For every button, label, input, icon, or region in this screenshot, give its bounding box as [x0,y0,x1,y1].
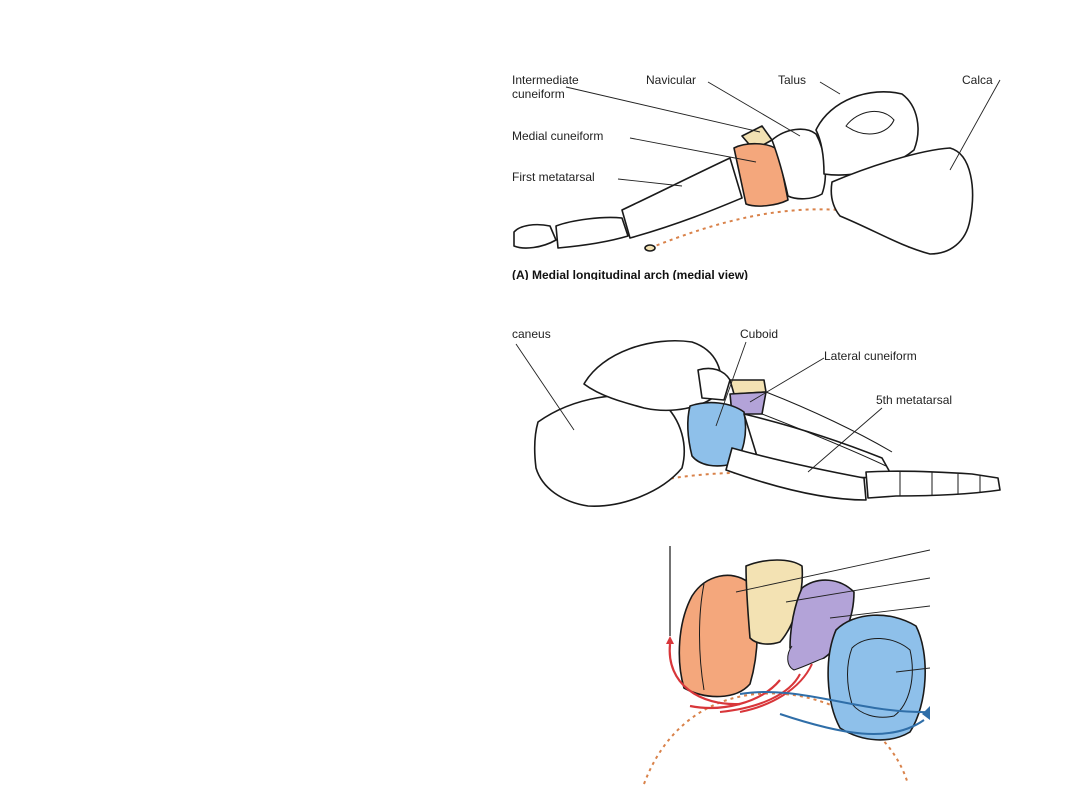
label-first-metatarsal: First metatarsal [512,170,595,184]
red-ligament-arrow-4 [739,663,813,713]
distal-phalanx [513,223,557,249]
transverse-arch-illustration [643,546,930,785]
lateral-navicular-bone [697,367,731,401]
red-ligament-arrow-1 [668,643,741,706]
calcaneus-bone [830,147,974,255]
blue-arrow-head [922,706,930,720]
proximal-phalanx [555,216,629,249]
label-medial-cuneiform: Medial cuneiform [512,129,604,143]
label-calcaneus: Calca [962,73,993,87]
lateral-arch-panel: caneus Cuboid Lateral cuneiform 5th meta… [512,322,1006,522]
label-lateral-calcaneus: caneus [512,327,551,341]
medial-leader-lines [565,79,1001,187]
lateral-leader-lines [515,341,883,473]
medial-cuneiform-block [678,574,759,698]
sesamoid-bone [644,244,656,252]
lateral-foot-illustration [533,340,1001,507]
medial-arch-panel: Intermediate cuneiform Navicular Talus C… [510,70,1002,280]
label-cuboid: Cuboid [740,327,779,341]
label-navicular: Navicular [646,73,697,87]
transverse-arch-panel [640,544,930,786]
talus-bone [815,90,919,176]
cuboid-block [827,614,926,741]
first-metatarsal-bone [621,157,743,239]
label-intermediate-cuneiform-2: cuneiform [512,87,565,101]
label-fifth-metatarsal: 5th metatarsal [876,393,953,407]
red-arrow-head-up [666,636,674,644]
label-lateral-cuneiform: Lateral cuneiform [824,349,917,363]
fifth-metatarsal-bone [725,447,867,501]
label-talus: Talus [778,73,807,87]
medial-cuneiform-bone [733,142,789,207]
label-intermediate-cuneiform-1: Intermediate [512,73,579,87]
medial-foot-illustration [513,90,974,255]
blue-ligament-arrow-2 [779,713,925,735]
navicular-bone [771,128,827,200]
blue-ligament-arrow-1 [739,690,930,714]
red-ligament-arrow-2 [689,679,781,709]
medial-arch-caption: (A) Medial longitudinal arch (medial vie… [512,268,749,280]
red-ligament-arrow-3 [719,673,801,713]
